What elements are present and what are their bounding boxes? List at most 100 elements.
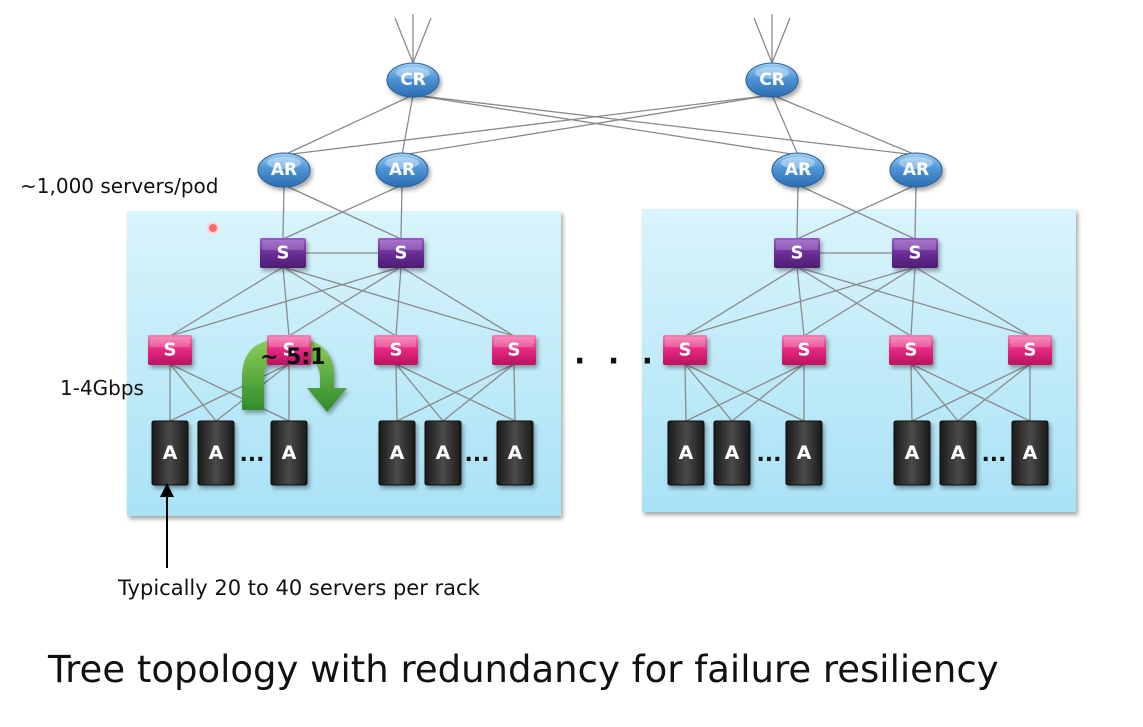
aggregation-router-label: AR — [903, 160, 929, 180]
tor-switch-label: S — [798, 340, 811, 361]
tor-server-link — [957, 363, 1031, 422]
aggregation-switch-label: S — [395, 243, 408, 264]
aggregation-switch — [378, 238, 424, 268]
server-gap-ellipsis: ... — [981, 442, 1006, 467]
tor-switch-label: S — [508, 340, 521, 361]
tor-server-link — [169, 363, 217, 422]
tor-server-link — [395, 363, 444, 422]
server-rack-label: A — [436, 442, 451, 464]
tor-switch-label: S — [679, 340, 692, 361]
tor-switch — [148, 335, 192, 365]
tor-server-link — [442, 363, 515, 422]
server-rack — [378, 420, 416, 486]
agg-switch-link — [796, 184, 917, 240]
agg-switch-link — [282, 184, 403, 240]
server-rack-label: A — [390, 442, 405, 464]
servers-per-pod-label: ~1,000 servers/pod — [20, 174, 219, 198]
tor-switch-label: S — [390, 340, 403, 361]
tor-server-link — [684, 363, 687, 422]
aggregation-router — [375, 152, 429, 188]
more-pods-ellipsis: · · · — [574, 344, 660, 379]
agg-tor-link — [914, 266, 1031, 337]
server-rack — [939, 420, 977, 486]
tor-switch — [374, 335, 418, 365]
server-rack — [667, 420, 705, 486]
aggregation-switch-label: S — [791, 243, 804, 264]
server-rack-label: A — [508, 442, 523, 464]
server-rack-label: A — [679, 442, 694, 464]
uplink-line — [753, 17, 773, 64]
aggregation-router-label: AR — [389, 160, 415, 180]
aggregation-router-label: AR — [271, 160, 297, 180]
tor-server-link — [685, 363, 805, 422]
tor-switch — [267, 335, 311, 365]
server-gap-ellipsis: ... — [464, 442, 489, 467]
server-rack — [713, 420, 751, 486]
server-rack — [197, 420, 235, 486]
tor-server-link — [684, 363, 733, 422]
tor-server-link — [396, 363, 515, 422]
core-agg-link — [283, 94, 414, 156]
tor-server-link — [911, 363, 1031, 422]
server-rack-label: A — [163, 442, 178, 464]
oversubscription-label: ~ 5:1 — [260, 345, 326, 370]
agg-tor-link — [910, 266, 916, 337]
aggregation-switch — [774, 238, 820, 268]
server-rack — [151, 420, 189, 486]
server-gap-ellipsis: ... — [756, 442, 781, 467]
agg-tor-link — [803, 266, 916, 337]
agg-tor-link — [684, 266, 798, 337]
aggregation-router — [889, 152, 943, 188]
aggregation-router — [257, 152, 311, 188]
tor-switch — [1008, 335, 1052, 365]
server-rack-label: A — [209, 442, 224, 464]
core-agg-link — [283, 94, 773, 156]
cursor-dot — [207, 222, 219, 234]
tor-switch — [889, 335, 933, 365]
tor-server-link — [910, 363, 913, 422]
tor-switch-label: S — [905, 340, 918, 361]
core-router — [745, 62, 799, 98]
core-router-label: CR — [759, 70, 785, 90]
server-rack — [893, 420, 931, 486]
tor-server-link — [513, 363, 516, 422]
uplink-line — [394, 17, 414, 64]
core-router — [386, 62, 440, 98]
tor-server-link — [910, 363, 959, 422]
tor-server-link — [395, 363, 398, 422]
core-agg-link — [401, 94, 773, 156]
servers-per-rack-label: Typically 20 to 40 servers per rack — [118, 576, 480, 600]
server-gap-ellipsis: ... — [239, 442, 264, 467]
agg-tor-link — [288, 266, 402, 337]
server-rack — [424, 420, 462, 486]
server-rack-label: A — [1023, 442, 1038, 464]
server-rack — [785, 420, 823, 486]
server-rack — [1011, 420, 1049, 486]
agg-switch-link — [914, 184, 917, 240]
aggregation-switch — [260, 238, 306, 268]
server-rack-label: A — [282, 442, 297, 464]
slide-title: Tree topology with redundancy for failur… — [48, 648, 999, 691]
agg-tor-link — [400, 266, 515, 337]
tor-server-link — [169, 363, 290, 422]
aggregation-router — [771, 152, 825, 188]
core-agg-link — [412, 94, 917, 156]
core-router-label: CR — [400, 70, 426, 90]
agg-switch-link — [400, 184, 403, 240]
uplink-line — [771, 17, 791, 64]
agg-tor-link — [169, 266, 402, 337]
server-rack-label: A — [797, 442, 812, 464]
rack-pointer-arrow — [160, 483, 174, 568]
uplink-line — [412, 17, 432, 64]
link-speed-label: 1-4Gbps — [60, 376, 144, 400]
core-agg-link — [771, 94, 917, 156]
tor-server-link — [731, 363, 805, 422]
core-agg-link — [771, 94, 799, 156]
server-rack — [496, 420, 534, 486]
aggregation-router-label: AR — [785, 160, 811, 180]
server-rack-label: A — [951, 442, 966, 464]
tor-switch-label: S — [164, 340, 177, 361]
agg-tor-link — [796, 266, 912, 337]
agg-tor-link — [395, 266, 402, 337]
